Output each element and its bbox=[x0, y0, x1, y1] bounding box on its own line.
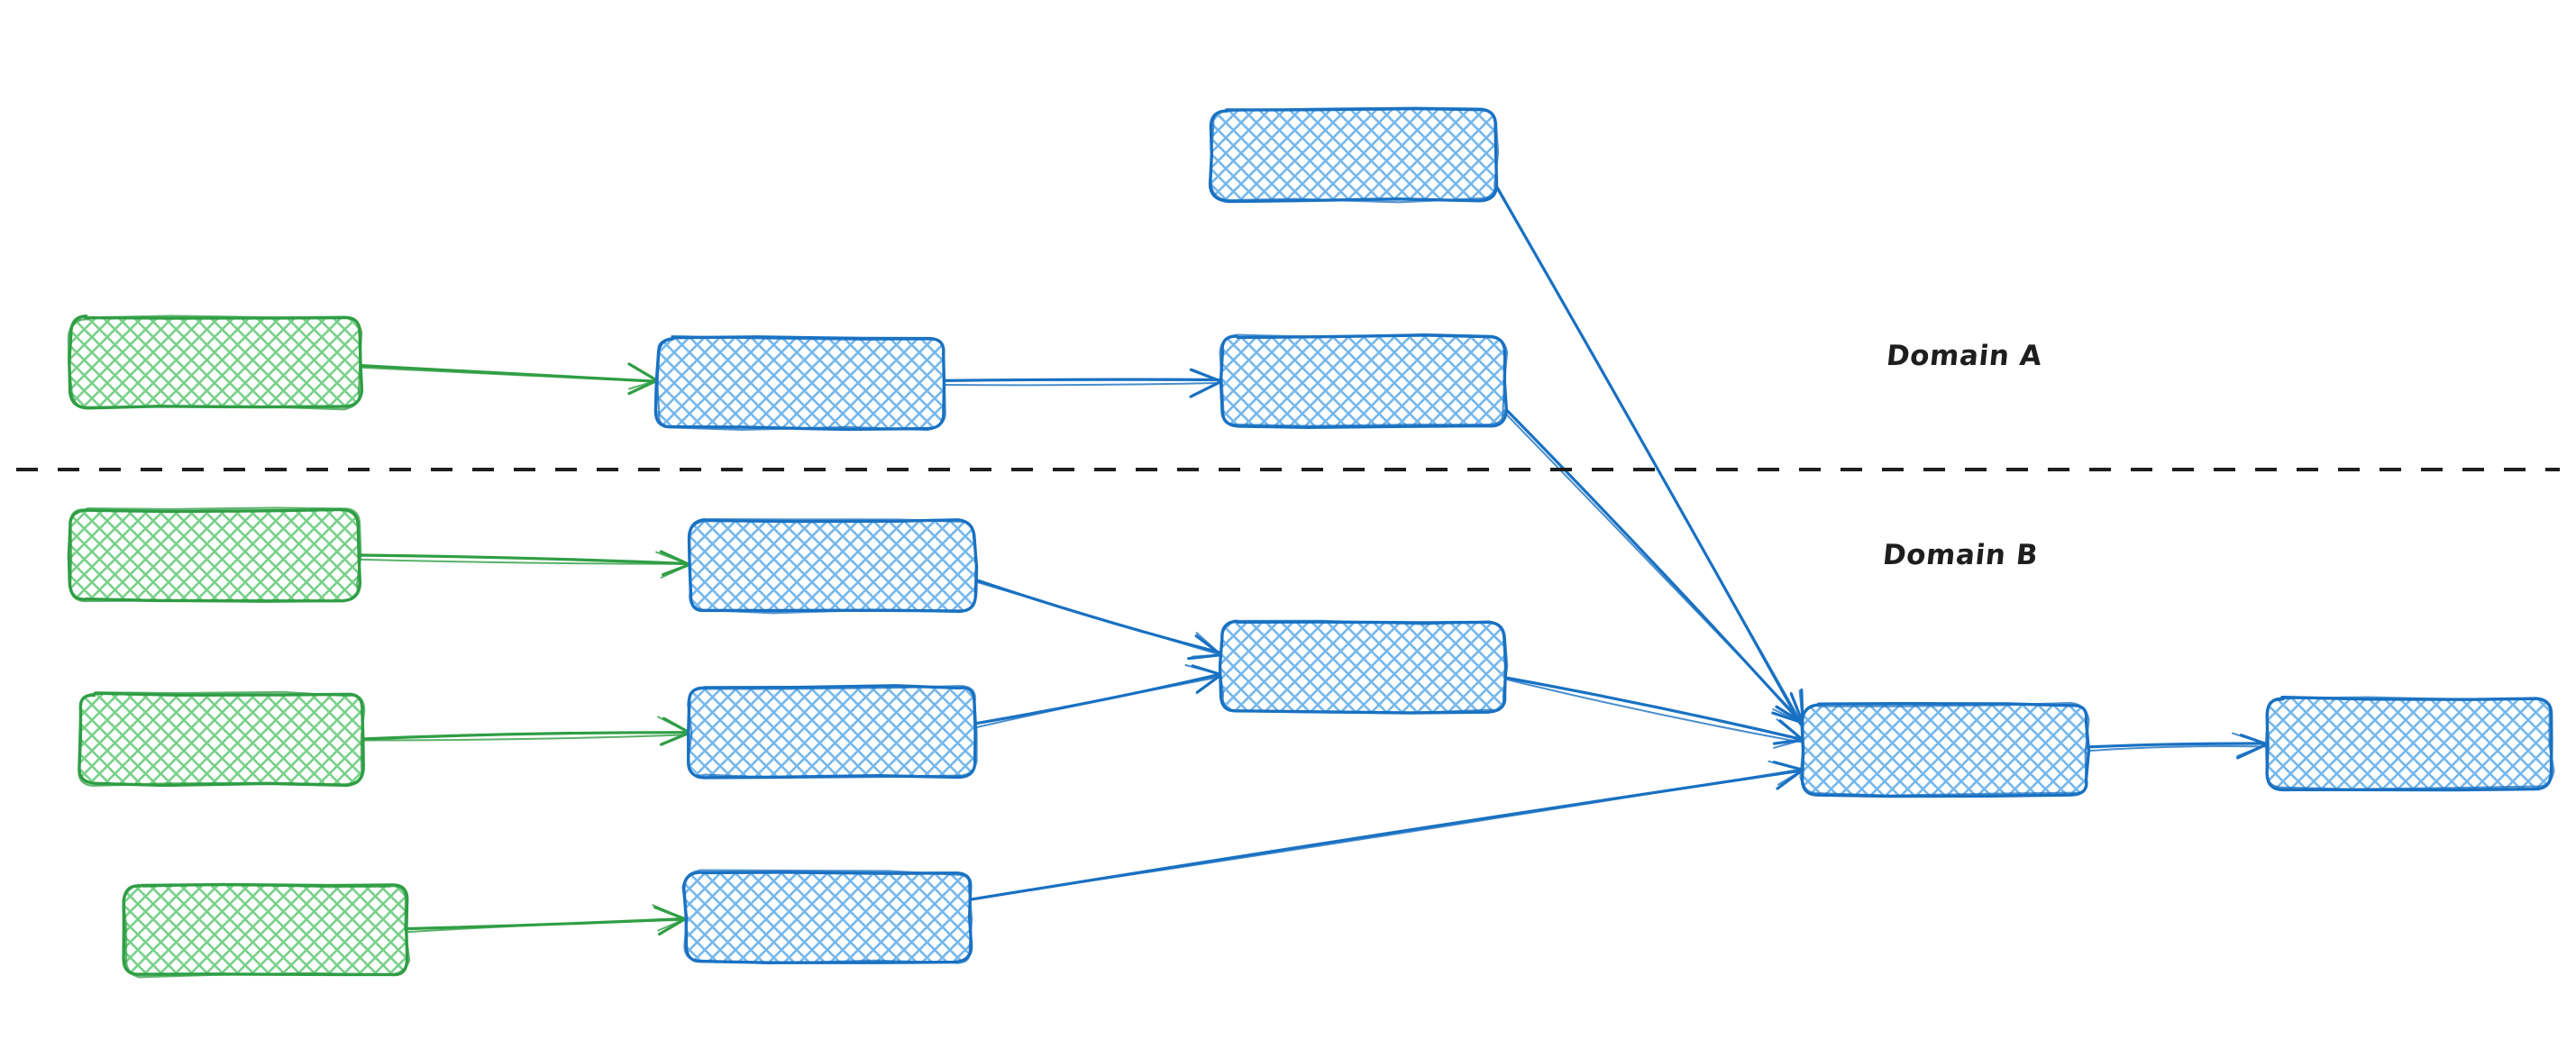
node-a-top[interactable] bbox=[1208, 106, 1500, 204]
node-outline bbox=[1218, 619, 1509, 715]
edge-e5 bbox=[405, 904, 688, 936]
node-fill bbox=[70, 317, 361, 407]
edge-line bbox=[1504, 678, 1804, 743]
node-outline bbox=[1210, 106, 1500, 204]
node-fill bbox=[1803, 705, 2087, 795]
edge-e1 bbox=[357, 362, 660, 396]
node-outline bbox=[2264, 696, 2555, 790]
nodes-layer bbox=[67, 106, 2555, 979]
node-fill bbox=[657, 338, 944, 428]
node-b-source-3[interactable] bbox=[122, 882, 411, 979]
edge-e2 bbox=[940, 368, 1224, 398]
edge-e7 bbox=[973, 664, 1224, 729]
node-fill bbox=[70, 510, 359, 600]
node-outline bbox=[67, 315, 363, 411]
node-a-stage-1[interactable] bbox=[653, 334, 946, 432]
node-b-stage-1[interactable] bbox=[687, 517, 979, 615]
edge-e9 bbox=[967, 760, 1804, 901]
node-b-sink[interactable] bbox=[2264, 695, 2555, 792]
node-fill bbox=[1221, 336, 1505, 426]
node-outline bbox=[123, 882, 411, 979]
edge-line bbox=[973, 672, 1223, 725]
node-outline bbox=[1219, 333, 1509, 427]
node-outline bbox=[681, 869, 973, 965]
edge-e6 bbox=[973, 578, 1225, 661]
edge-line bbox=[1495, 185, 1804, 725]
edge-line bbox=[361, 734, 691, 742]
node-outline bbox=[69, 506, 362, 604]
edge-line bbox=[2085, 742, 2267, 749]
edge-line bbox=[360, 731, 692, 741]
edge-e10 bbox=[1493, 180, 1804, 726]
edge-e8 bbox=[1502, 675, 1805, 749]
edge-e3 bbox=[355, 550, 692, 579]
edge-e12 bbox=[2085, 732, 2269, 760]
node-b-stage-2[interactable] bbox=[686, 684, 978, 780]
node-outline bbox=[1799, 701, 2090, 797]
node-fill bbox=[690, 687, 975, 777]
node-outline bbox=[688, 517, 979, 615]
edge-line bbox=[358, 553, 692, 566]
node-outline bbox=[656, 334, 946, 432]
node-b-hub[interactable] bbox=[1799, 701, 2091, 798]
node-fill bbox=[685, 872, 971, 962]
node-b-source-1[interactable] bbox=[67, 506, 362, 604]
edge-e11 bbox=[1503, 408, 1805, 726]
edge-line bbox=[1493, 180, 1803, 726]
node-outline bbox=[78, 690, 366, 788]
edge-line bbox=[967, 768, 1803, 900]
edge-line bbox=[944, 381, 1222, 387]
node-fill bbox=[79, 694, 362, 784]
node-a-source-1[interactable] bbox=[67, 315, 364, 411]
edge-line bbox=[975, 580, 1223, 656]
edge-line bbox=[940, 378, 1224, 382]
domain-label-b: Domain B bbox=[1881, 539, 2041, 571]
edges-layer bbox=[355, 180, 2269, 936]
node-a-stage-2[interactable] bbox=[1219, 333, 1509, 429]
node-b-merge[interactable] bbox=[1218, 619, 1509, 715]
edge-line bbox=[405, 918, 688, 934]
edge-line bbox=[973, 675, 1224, 729]
node-outline bbox=[686, 685, 978, 780]
edge-line bbox=[1503, 411, 1805, 725]
node-b-stage-3[interactable] bbox=[681, 869, 973, 965]
node-fill bbox=[2267, 698, 2552, 789]
node-fill bbox=[1221, 622, 1505, 712]
edge-arrowhead bbox=[657, 716, 690, 745]
edge-line bbox=[361, 366, 660, 383]
node-b-source-2[interactable] bbox=[78, 690, 366, 788]
edge-e4 bbox=[360, 716, 692, 746]
edge-line bbox=[1502, 675, 1805, 742]
edge-line bbox=[973, 578, 1225, 655]
edge-line bbox=[355, 558, 690, 565]
edge-line bbox=[2086, 745, 2267, 753]
node-fill bbox=[1211, 110, 1496, 200]
node-fill bbox=[690, 521, 975, 611]
node-fill bbox=[124, 885, 407, 975]
domain-label-a: Domain A bbox=[1885, 340, 2044, 372]
